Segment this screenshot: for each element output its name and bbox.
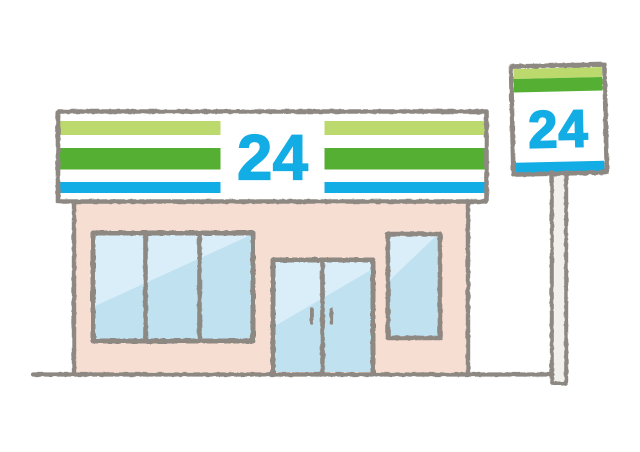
svg-text:24: 24	[528, 99, 590, 159]
svg-text:24: 24	[237, 122, 309, 194]
